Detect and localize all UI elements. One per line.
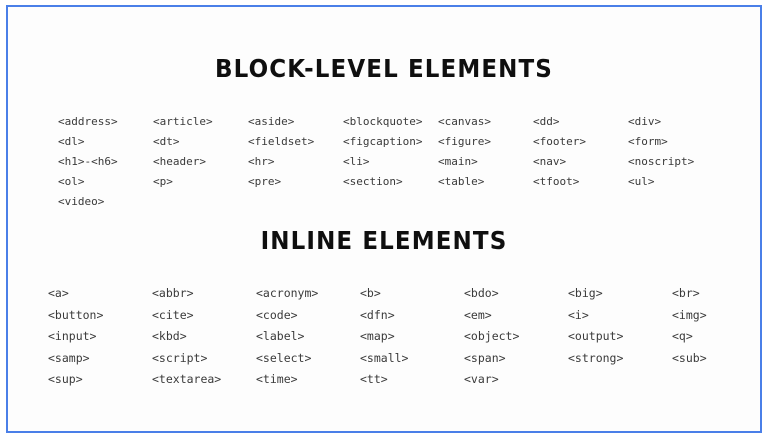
tag-cell: <sup> bbox=[48, 372, 83, 386]
tag-cell: <abbr> bbox=[152, 286, 194, 300]
tag-cell: <form> bbox=[628, 135, 668, 148]
tag-cell: <fieldset> bbox=[248, 135, 315, 148]
tag-cell: <acronym> bbox=[256, 286, 319, 300]
tag-cell: <b> bbox=[360, 286, 381, 300]
tag-cell: <var> bbox=[464, 372, 499, 386]
tag-cell: <dfn> bbox=[360, 307, 395, 322]
tag-cell: <img> bbox=[672, 307, 707, 322]
tag-cell: <kbd> bbox=[152, 329, 187, 343]
poster-frame: BLOCK-LEVEL ELEMENTS <address><article><… bbox=[6, 5, 762, 433]
tag-cell: <output> bbox=[568, 329, 624, 343]
tag-cell: <nav> bbox=[533, 155, 567, 168]
tag-cell: <aside> bbox=[248, 115, 295, 128]
tag-cell: <main> bbox=[438, 155, 478, 168]
tag-cell: <script> bbox=[152, 350, 208, 365]
tag-cell: <blockquote> bbox=[343, 115, 423, 128]
tag-cell: <small> bbox=[360, 350, 409, 365]
tag-cell: <strong> bbox=[568, 350, 624, 365]
tag-cell: <label> bbox=[256, 329, 305, 343]
tag-cell: <dl> bbox=[58, 135, 85, 148]
tag-cell: <figcaption> bbox=[343, 135, 423, 148]
tag-cell: <p> bbox=[153, 175, 173, 188]
tag-cell: <dd> bbox=[533, 115, 560, 128]
tag-cell: <cite> bbox=[152, 307, 194, 322]
tag-cell: <q> bbox=[672, 329, 693, 343]
tag-cell: <map> bbox=[360, 329, 395, 343]
tag-cell: <i> bbox=[568, 307, 589, 322]
tag-cell: <tfoot> bbox=[533, 175, 580, 188]
inline-section-heading: INLINE ELEMENTS bbox=[260, 226, 508, 255]
tag-cell: <big> bbox=[568, 286, 603, 300]
tag-cell: <select> bbox=[256, 350, 312, 365]
tag-cell: <time> bbox=[256, 372, 298, 386]
tag-cell: <footer> bbox=[533, 135, 586, 148]
tag-cell: <header> bbox=[153, 155, 206, 168]
tag-cell: <table> bbox=[438, 175, 485, 188]
tag-cell: <input> bbox=[48, 329, 97, 343]
tag-cell: <sub> bbox=[672, 350, 707, 365]
tag-cell: <ul> bbox=[628, 175, 655, 188]
inline-tag-grid: <a> <abbr> <acronym> <b> <bdo> <big> <br> <butt… bbox=[48, 286, 763, 394]
tag-cell: <address> bbox=[58, 115, 118, 128]
tag-cell: <canvas> bbox=[438, 115, 491, 128]
tag-cell: <li> bbox=[343, 155, 370, 168]
tag-cell: <noscript> bbox=[628, 155, 695, 168]
tag-cell: <bdo> bbox=[464, 286, 499, 300]
block-level-tag-grid: <address> <article> <aside> <blockquote> <ca… bbox=[58, 115, 748, 215]
block-level-section-heading: BLOCK-LEVEL ELEMENTS bbox=[215, 54, 553, 83]
tag-cell: <br> bbox=[672, 286, 700, 300]
tag-cell: <article> bbox=[153, 115, 213, 128]
tag-cell: <samp> bbox=[48, 350, 90, 365]
tag-cell: <div> bbox=[628, 115, 662, 128]
tag-cell: <em> bbox=[464, 307, 492, 322]
tag-cell: <hr> bbox=[248, 155, 275, 168]
tag-cell: <pre> bbox=[248, 175, 282, 188]
tag-cell: <code> bbox=[256, 307, 298, 322]
tag-cell: <textarea> bbox=[152, 372, 222, 386]
tag-cell: <video> bbox=[58, 195, 105, 208]
tag-cell: <h1>-<h6> bbox=[58, 155, 118, 168]
tag-cell: <ol> bbox=[58, 175, 85, 188]
tag-cell: <dt> bbox=[153, 135, 180, 148]
tag-cell: <section> bbox=[343, 175, 403, 188]
tag-cell: <figure> bbox=[438, 135, 491, 148]
tag-cell: <object> bbox=[464, 329, 520, 343]
tag-cell: <tt> bbox=[360, 372, 388, 386]
tag-cell: <span> bbox=[464, 350, 506, 365]
tag-cell: <button> bbox=[48, 307, 104, 322]
tag-cell: <a> bbox=[48, 286, 69, 300]
